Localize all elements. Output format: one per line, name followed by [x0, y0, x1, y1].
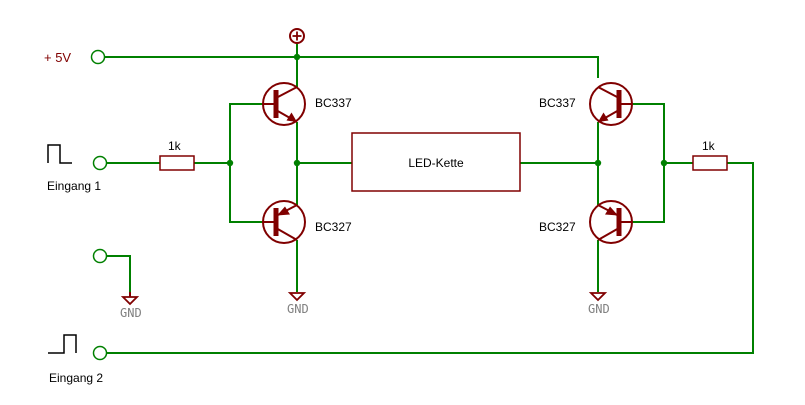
- input1-terminal[interactable]: [92, 155, 108, 171]
- junction-dot: [293, 159, 301, 167]
- left-base-bus-wire: [229, 103, 262, 223]
- pnp-left-label: BC327: [315, 220, 352, 234]
- led-chain-label: LED-Kette: [408, 156, 464, 170]
- npn-right-label: BC337: [539, 96, 576, 110]
- transistor-pnp-right: [589, 200, 633, 244]
- supply-voltage-label: + 5V: [44, 50, 71, 65]
- junction-dot: [293, 53, 301, 61]
- signal-icons: [47, 144, 77, 354]
- transistor-npn-right: [589, 82, 633, 126]
- led-chain-box: [351, 132, 521, 192]
- pnp-right-label: BC327: [539, 220, 576, 234]
- resistors: [159, 155, 728, 171]
- resistor2-value-label: 1k: [702, 139, 716, 153]
- ground-label: GND: [287, 302, 309, 316]
- junctions: [226, 53, 668, 167]
- transistor-npn-left: [262, 82, 306, 126]
- wires: [105, 42, 754, 354]
- resistor-1: [159, 155, 195, 171]
- input2-return-wire: [107, 162, 754, 354]
- input1-label: Eingang 1: [47, 179, 101, 193]
- junction-dot: [226, 159, 234, 167]
- ground-symbols: [120, 292, 608, 306]
- supply-symbol: [289, 28, 305, 44]
- resistor-2: [692, 155, 728, 171]
- transistor-pnp-left: [262, 200, 306, 244]
- npn-left-label: BC337: [315, 96, 352, 110]
- spare-ground-wire: [107, 255, 131, 295]
- input2-terminal[interactable]: [92, 345, 108, 361]
- supply-terminal[interactable]: [90, 49, 106, 65]
- right-base-bus-wire: [631, 103, 665, 223]
- square-pulse-icon: [47, 144, 72, 164]
- junction-dot: [594, 159, 602, 167]
- ground-icon: [120, 292, 140, 306]
- ground-icon: [287, 292, 307, 302]
- square-pulse-icon: [48, 334, 77, 354]
- resistor1-value-label: 1k: [168, 139, 182, 153]
- ground-label: GND: [120, 306, 142, 320]
- ground-label: GND: [588, 302, 610, 316]
- supply-rail-wire: [105, 56, 599, 78]
- input2-label: Eingang 2: [49, 371, 103, 385]
- terminals: [90, 49, 108, 361]
- ground-terminal[interactable]: [92, 248, 108, 264]
- ground-icon: [588, 292, 608, 302]
- junction-dot: [660, 159, 668, 167]
